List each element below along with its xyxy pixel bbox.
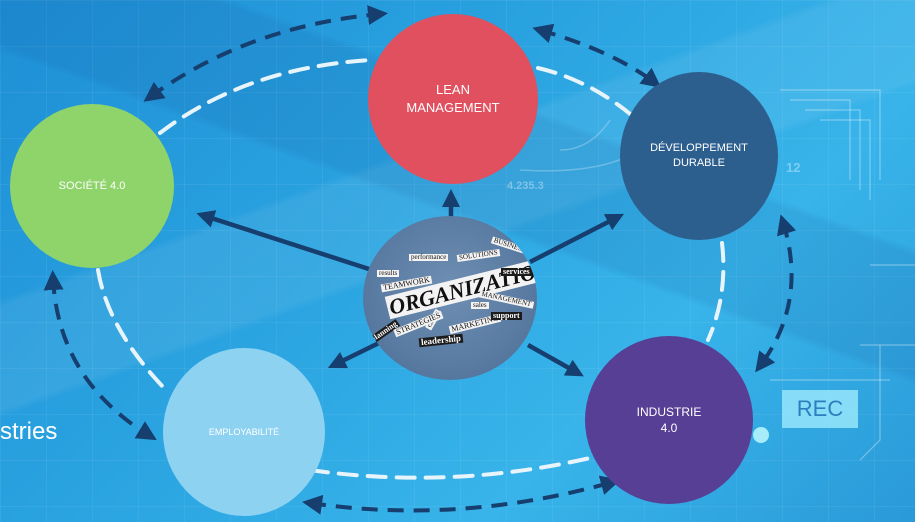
- node-lean-management-label: LEAN MANAGEMENT: [406, 82, 500, 115]
- node-employabilite-label: EMPLOYABILITÉ: [208, 426, 280, 437]
- background-dot: [753, 427, 769, 443]
- word-sales: sales: [471, 301, 489, 310]
- word-solutions: SOLUTIONS: [456, 248, 501, 263]
- word-support: support: [491, 311, 522, 321]
- node-employabilite: EMPLOYABILITÉ: [163, 348, 325, 516]
- word-leadership: leadership: [418, 333, 464, 348]
- word-performance: performance: [409, 253, 449, 262]
- arrow-to-soc: [196, 210, 373, 273]
- dashed-arrow-soc-lean: [143, 5, 388, 102]
- dashed-arrow-soc-emp: [43, 270, 157, 441]
- node-industrie-4-0: INDUSTRIE 4.0: [585, 336, 753, 504]
- node-societe-4-0-label: SOCIÉTÉ 4.0: [58, 179, 126, 192]
- node-lean-management: LEAN MANAGEMENT: [368, 14, 538, 184]
- node-developpement-durable-label: DÉVELOPPEMENT DURABLE: [650, 142, 748, 169]
- node-societe-4-0: SOCIÉTÉ 4.0: [10, 104, 174, 268]
- node-industrie-4-0-label: INDUSTRIE 4.0: [636, 404, 702, 435]
- dashed-link-dev-ind: [706, 241, 726, 342]
- word-services: services: [501, 267, 532, 277]
- center-organization-image: performance SOLUTIONS BUSINESS results T…: [363, 216, 537, 380]
- rec-label: REC: [782, 390, 858, 428]
- arrow-to-ind: [526, 343, 584, 377]
- arrow-to-emp: [327, 337, 386, 369]
- node-developpement-durable: DÉVELOPPEMENT DURABLE: [620, 72, 778, 240]
- background-number-2: 12: [786, 160, 801, 175]
- dashed-link-emp-ind: [308, 456, 592, 480]
- background-number: 4.235.3: [507, 180, 544, 192]
- arrow-to-dev: [528, 213, 625, 265]
- dashed-arrow-dev-ind: [755, 214, 797, 373]
- dashed-arrow-emp-ind: [302, 475, 621, 515]
- word-results: results: [377, 269, 400, 278]
- dashed-arrow-lean-dev: [532, 23, 662, 88]
